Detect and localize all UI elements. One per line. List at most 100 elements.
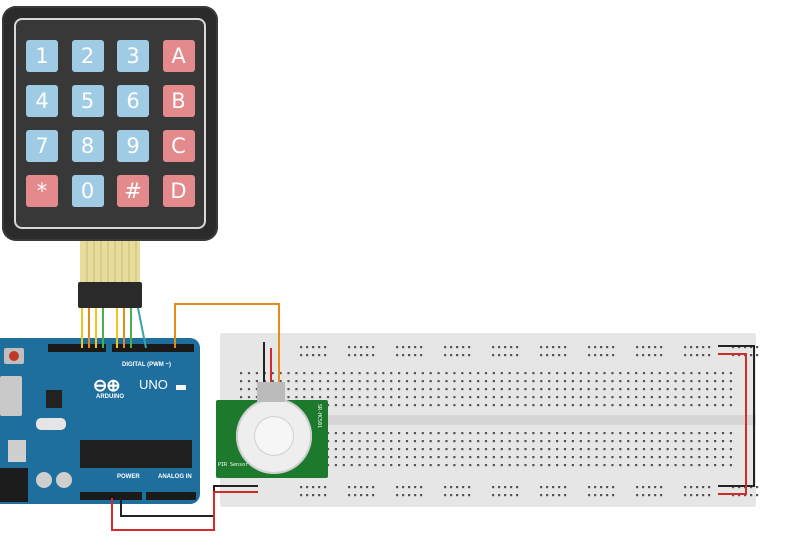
breadboard-hole xyxy=(708,354,711,357)
breadboard-hole xyxy=(374,440,377,443)
breadboard-hole xyxy=(690,388,693,391)
breadboard-hole xyxy=(437,372,440,375)
breadboard-hole xyxy=(721,388,725,391)
breadboard-hole xyxy=(295,380,298,383)
breadboard-hole xyxy=(648,486,651,489)
breadboard-hole xyxy=(690,354,693,357)
breadboard-hole xyxy=(462,354,465,357)
breadboard-hole xyxy=(477,388,480,391)
breadboard-hole xyxy=(366,432,369,435)
keypad-key-8[interactable]: 7 xyxy=(26,130,58,162)
breadboard-hole xyxy=(729,396,732,399)
breadboard-hole xyxy=(477,372,480,375)
breadboard-hole xyxy=(498,494,501,497)
keypad-key-1[interactable]: 2 xyxy=(71,40,104,72)
keypad-key-6[interactable]: 6 xyxy=(117,85,149,117)
breadboard-hole xyxy=(516,440,519,443)
breadboard-hole xyxy=(504,346,507,349)
breadboard-hole xyxy=(398,464,401,467)
keypad-key-10[interactable]: 9 xyxy=(117,130,149,162)
breadboard-hole xyxy=(469,372,472,375)
digital-pins-label: DIGITAL (PWM ~) xyxy=(122,362,171,368)
keypad-key-13[interactable]: 0 xyxy=(71,175,104,207)
keypad-key-11[interactable]: C xyxy=(162,130,195,162)
keypad-key-7[interactable]: B xyxy=(162,85,195,117)
breadboard-hole xyxy=(516,380,519,383)
keypad-key-2[interactable]: 3 xyxy=(117,40,149,72)
breadboard-hole xyxy=(444,354,447,357)
breadboard-hole xyxy=(477,380,480,383)
keypad-key-12[interactable]: * xyxy=(26,175,58,207)
breadboard-hole xyxy=(595,372,598,375)
breadboard-hole xyxy=(642,354,645,357)
breadboard-hole xyxy=(698,440,701,443)
breadboard-hole xyxy=(603,380,606,383)
breadboard-hole xyxy=(350,464,353,467)
breadboard-hole xyxy=(516,346,519,349)
breadboard-hole xyxy=(334,404,337,407)
breadboard-hole xyxy=(571,396,574,399)
breadboard-hole xyxy=(326,432,330,435)
wire-black-rail xyxy=(718,345,755,487)
breadboard-hole xyxy=(635,464,638,467)
breadboard-hole xyxy=(354,354,357,357)
breadboard-hole xyxy=(477,464,480,467)
breadboard-hole xyxy=(421,388,424,391)
breadboard-hole xyxy=(300,494,303,497)
breadboard-hole xyxy=(658,380,661,383)
keypad-key-5[interactable]: 5 xyxy=(71,85,104,117)
breadboard-hole xyxy=(350,404,353,407)
breadboard-hole xyxy=(405,372,409,375)
breadboard-hole xyxy=(396,494,399,497)
breadboard-hole xyxy=(650,372,653,375)
breadboard-hole xyxy=(619,448,622,451)
breadboard-hole xyxy=(611,464,614,467)
breadboard-hole xyxy=(627,464,630,467)
breadboard-hole xyxy=(698,464,701,467)
breadboard-hole xyxy=(612,346,615,349)
breadboard-hole xyxy=(690,464,693,467)
breadboard-hole xyxy=(437,448,440,451)
arduino-uno-board[interactable] xyxy=(0,338,200,504)
keypad-key-14[interactable]: # xyxy=(117,175,149,207)
breadboard-hole xyxy=(682,396,685,399)
breadboard-hole xyxy=(311,396,314,399)
breadboard-hole xyxy=(408,494,411,497)
breadboard-hole xyxy=(564,346,567,349)
keypad-key-3[interactable]: A xyxy=(162,40,195,72)
breadboard-hole xyxy=(721,404,725,407)
breadboard-hole xyxy=(508,456,511,459)
breadboard-hole xyxy=(548,440,551,443)
breadboard-hole xyxy=(358,396,361,399)
keypad-key-4[interactable]: 4 xyxy=(26,85,58,117)
breadboard-hole xyxy=(421,456,424,459)
breadboard-hole xyxy=(484,388,488,391)
breadboard-hole xyxy=(540,432,543,435)
breadboard-hole xyxy=(654,494,657,497)
digital-header-low xyxy=(112,344,194,352)
breadboard-hole xyxy=(654,486,657,489)
keypad-key-15[interactable]: D xyxy=(162,175,195,207)
breadboard-hole xyxy=(450,486,453,489)
breadboard-hole xyxy=(579,448,582,451)
breadboard-hole xyxy=(500,380,503,383)
breadboard-hole xyxy=(714,372,717,375)
breadboard-hole xyxy=(390,464,393,467)
breadboard-hole xyxy=(429,432,432,435)
breadboard-hole xyxy=(450,354,453,357)
breadboard-hole xyxy=(571,388,574,391)
breadboard-hole xyxy=(372,494,375,497)
breadboard-hole xyxy=(402,486,405,489)
breadboard-hole xyxy=(516,372,519,375)
breadboard-hole xyxy=(398,432,401,435)
breadboard-hole xyxy=(674,372,677,375)
breadboard-hole xyxy=(706,432,709,435)
breadboard-hole xyxy=(548,432,551,435)
breadboard-hole xyxy=(606,346,609,349)
breadboard-hole xyxy=(732,354,735,357)
keypad-key-0[interactable]: 1 xyxy=(26,40,58,72)
breadboard-hole xyxy=(319,388,322,391)
breadboard-hole xyxy=(666,380,669,383)
breadboard-hole xyxy=(334,448,337,451)
keypad-key-9[interactable]: 8 xyxy=(71,130,104,162)
